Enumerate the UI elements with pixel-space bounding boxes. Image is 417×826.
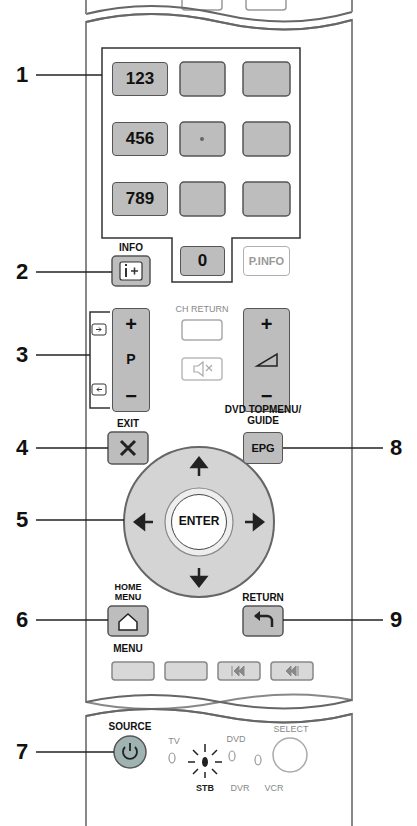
remote-button: 123 — [112, 62, 168, 96]
callout-number: 3 — [16, 343, 28, 367]
mode-label: DVR — [230, 784, 249, 794]
callout-number: 7 — [16, 740, 28, 764]
callout-number: 1 — [16, 63, 28, 87]
button-caption: HOME MENU — [108, 583, 148, 603]
button-label: + — [125, 313, 137, 335]
mode-label: VCR — [264, 784, 283, 794]
button-label: 123 — [126, 70, 154, 89]
remote-button: + P − — [112, 308, 150, 412]
button-caption: DVD TOPMENU/ GUIDE — [221, 404, 305, 426]
button-label: 456 — [126, 130, 154, 149]
button-label: − — [261, 385, 273, 407]
enter-button: ENTER — [171, 494, 227, 550]
button-label: EPG — [251, 442, 274, 454]
button-caption: MENU — [113, 643, 142, 654]
remote-button: P.INFO — [243, 246, 290, 276]
button-label: + — [261, 313, 273, 335]
button-caption: EXIT — [117, 418, 139, 429]
button-caption: SOURCE — [109, 721, 152, 732]
callout-number: 4 — [16, 436, 28, 460]
button-label: P.INFO — [249, 255, 284, 267]
button-label: ENTER — [179, 515, 220, 528]
button-label: 0 — [198, 252, 207, 271]
callout-number: 5 — [16, 508, 28, 532]
remote-button: 0 — [180, 246, 225, 276]
remote-button: 789 — [112, 182, 168, 216]
callout-number: 9 — [390, 608, 402, 632]
volume-icon — [254, 351, 280, 369]
remote-button: +− — [243, 308, 290, 412]
mode-label: DVD — [226, 735, 245, 745]
button-caption: SELECT — [273, 725, 308, 735]
button-caption: INFO — [119, 242, 143, 253]
mode-label: STB — [196, 784, 214, 794]
callout-number: 2 — [16, 260, 28, 284]
remote-button: EPG — [243, 432, 283, 464]
button-label: 789 — [126, 190, 154, 209]
remote-button: 456 — [112, 122, 168, 156]
button-caption: RETURN — [242, 592, 284, 603]
button-label: − — [125, 385, 137, 407]
callout-number: 6 — [16, 608, 28, 632]
button-caption: CH RETURN — [176, 305, 229, 315]
button-label: P — [126, 352, 135, 367]
callout-number: 8 — [390, 436, 402, 460]
mode-label: TV — [168, 737, 180, 747]
